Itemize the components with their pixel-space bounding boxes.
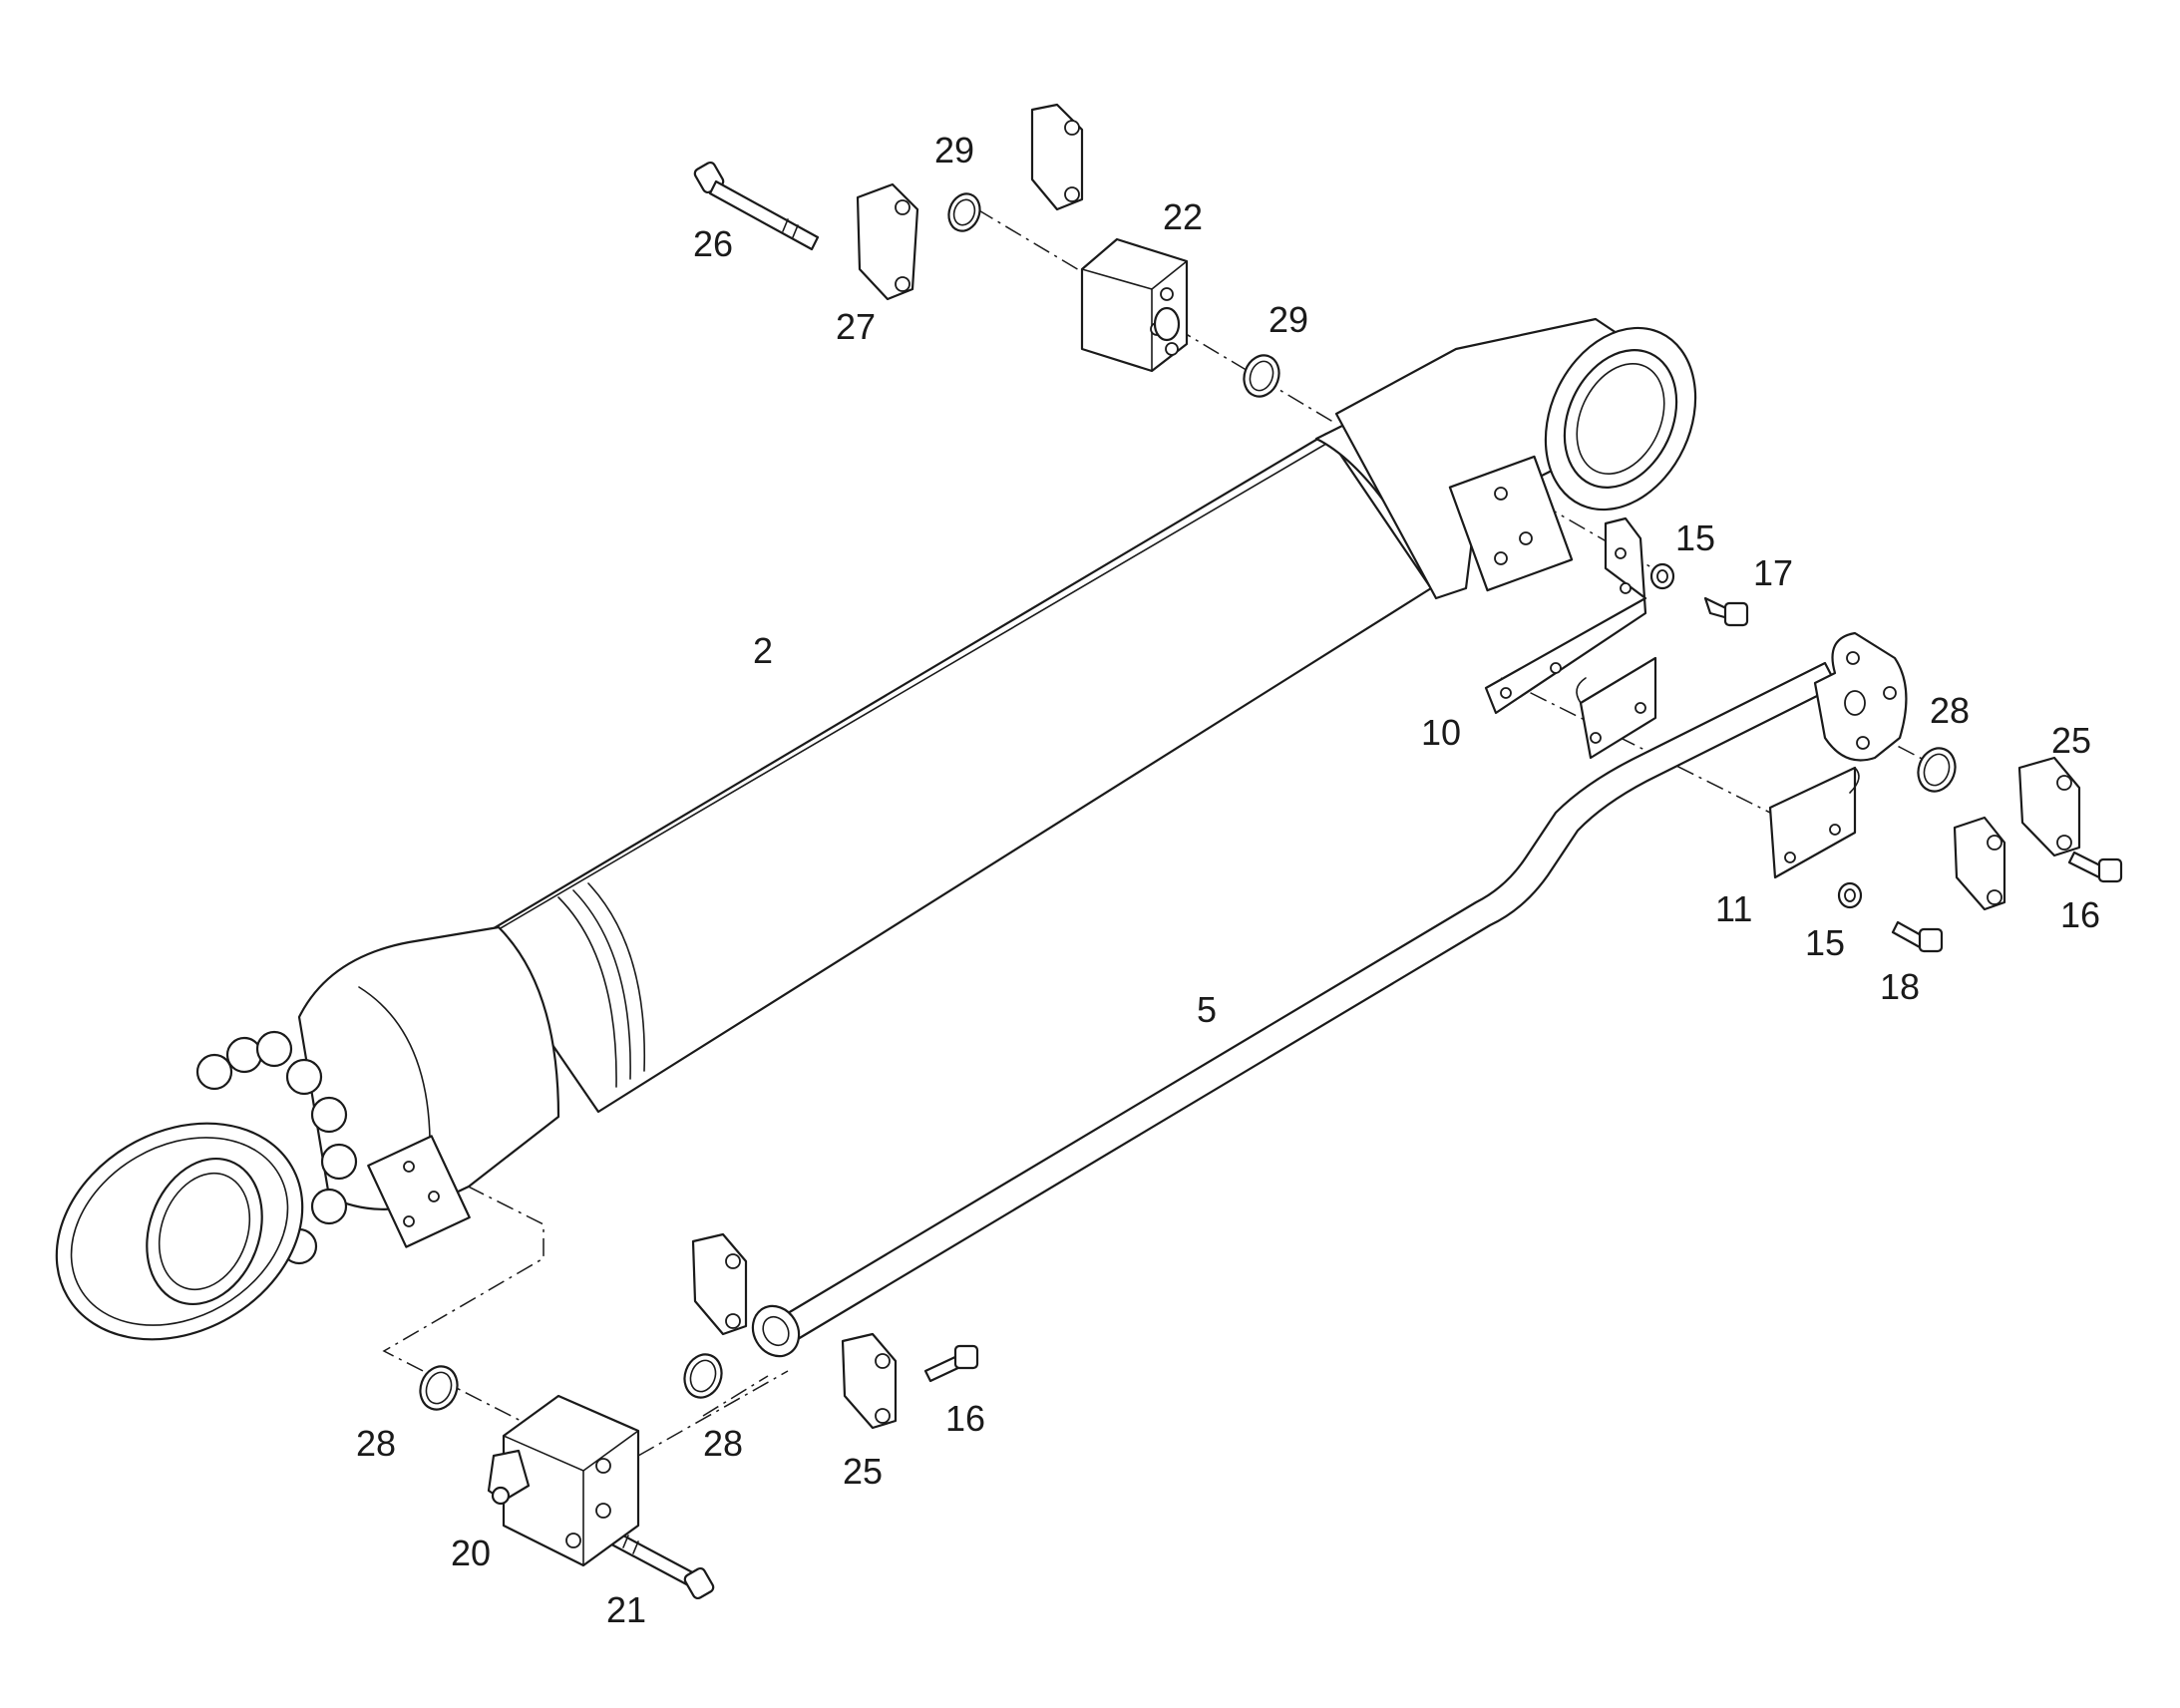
o-ring-29-lower <box>1243 354 1280 398</box>
tube-end-lower <box>751 1304 801 1358</box>
callout-26: 26 <box>693 223 733 264</box>
callout-labels: 2 5 10 11 15 15 16 16 17 18 20 21 22 25 … <box>356 130 2100 1630</box>
head-pad <box>367 1135 471 1248</box>
clamp-half-27 <box>856 182 919 301</box>
washer-15-upper <box>1649 562 1675 590</box>
callout-28-middle: 28 <box>703 1423 743 1464</box>
callout-2: 2 <box>753 630 773 671</box>
bolt-17 <box>1703 596 1749 627</box>
clamp-half-25-lower <box>841 1332 898 1430</box>
cylinder-barrel <box>477 432 1433 1114</box>
callout-18: 18 <box>1880 966 1920 1007</box>
callout-16-lower: 16 <box>945 1398 985 1439</box>
clamp-half-25-right-b <box>2017 756 2081 857</box>
callout-20: 20 <box>451 1533 491 1573</box>
flange-block-22 <box>1080 237 1189 373</box>
callout-17: 17 <box>1753 552 1793 593</box>
o-ring-29-upper <box>947 192 981 232</box>
leader-lines <box>382 208 1931 1482</box>
callout-11: 11 <box>1715 888 1752 929</box>
callout-5: 5 <box>1197 989 1217 1030</box>
bolt-21 <box>600 1526 715 1600</box>
bolt-16-right <box>2067 851 2123 883</box>
bolt-16-lower <box>923 1344 979 1383</box>
clamp-plate-11 <box>1768 766 1860 879</box>
clamp-half-top <box>1030 103 1084 211</box>
head-bolts <box>195 1030 358 1265</box>
callout-28-right: 28 <box>1930 690 1970 731</box>
callout-28-left: 28 <box>356 1423 396 1464</box>
o-ring-28-middle <box>683 1353 723 1399</box>
callout-27: 27 <box>836 306 876 347</box>
callout-21: 21 <box>606 1589 646 1630</box>
clamp-half-25-right-a <box>1953 816 2006 911</box>
rod-end-pad <box>1448 455 1574 592</box>
callout-25-lower: 25 <box>843 1451 883 1492</box>
o-ring-28-left <box>419 1365 459 1411</box>
callout-10: 10 <box>1421 712 1461 753</box>
callout-15-upper: 15 <box>1675 517 1715 558</box>
callout-29-upper: 29 <box>934 130 974 171</box>
clamp-plate-upper <box>1576 656 1657 760</box>
callout-22: 22 <box>1163 196 1203 237</box>
hydraulic-cylinder <box>55 317 1697 1341</box>
callout-25-right: 25 <box>2051 720 2091 761</box>
o-ring-28-right <box>1917 747 1957 793</box>
clamp-half-lower-a <box>691 1232 748 1336</box>
hydraulic-tube <box>751 631 1908 1358</box>
bolt-18 <box>1891 920 1944 953</box>
callout-15-lower: 15 <box>1805 922 1845 963</box>
valve-block-20 <box>487 1394 640 1567</box>
callout-16-right: 16 <box>2060 894 2100 935</box>
washer-15-lower <box>1837 881 1863 909</box>
callout-29-lower: 29 <box>1269 299 1308 340</box>
bracket-10 <box>1484 516 1647 715</box>
bolt-26 <box>693 161 820 251</box>
